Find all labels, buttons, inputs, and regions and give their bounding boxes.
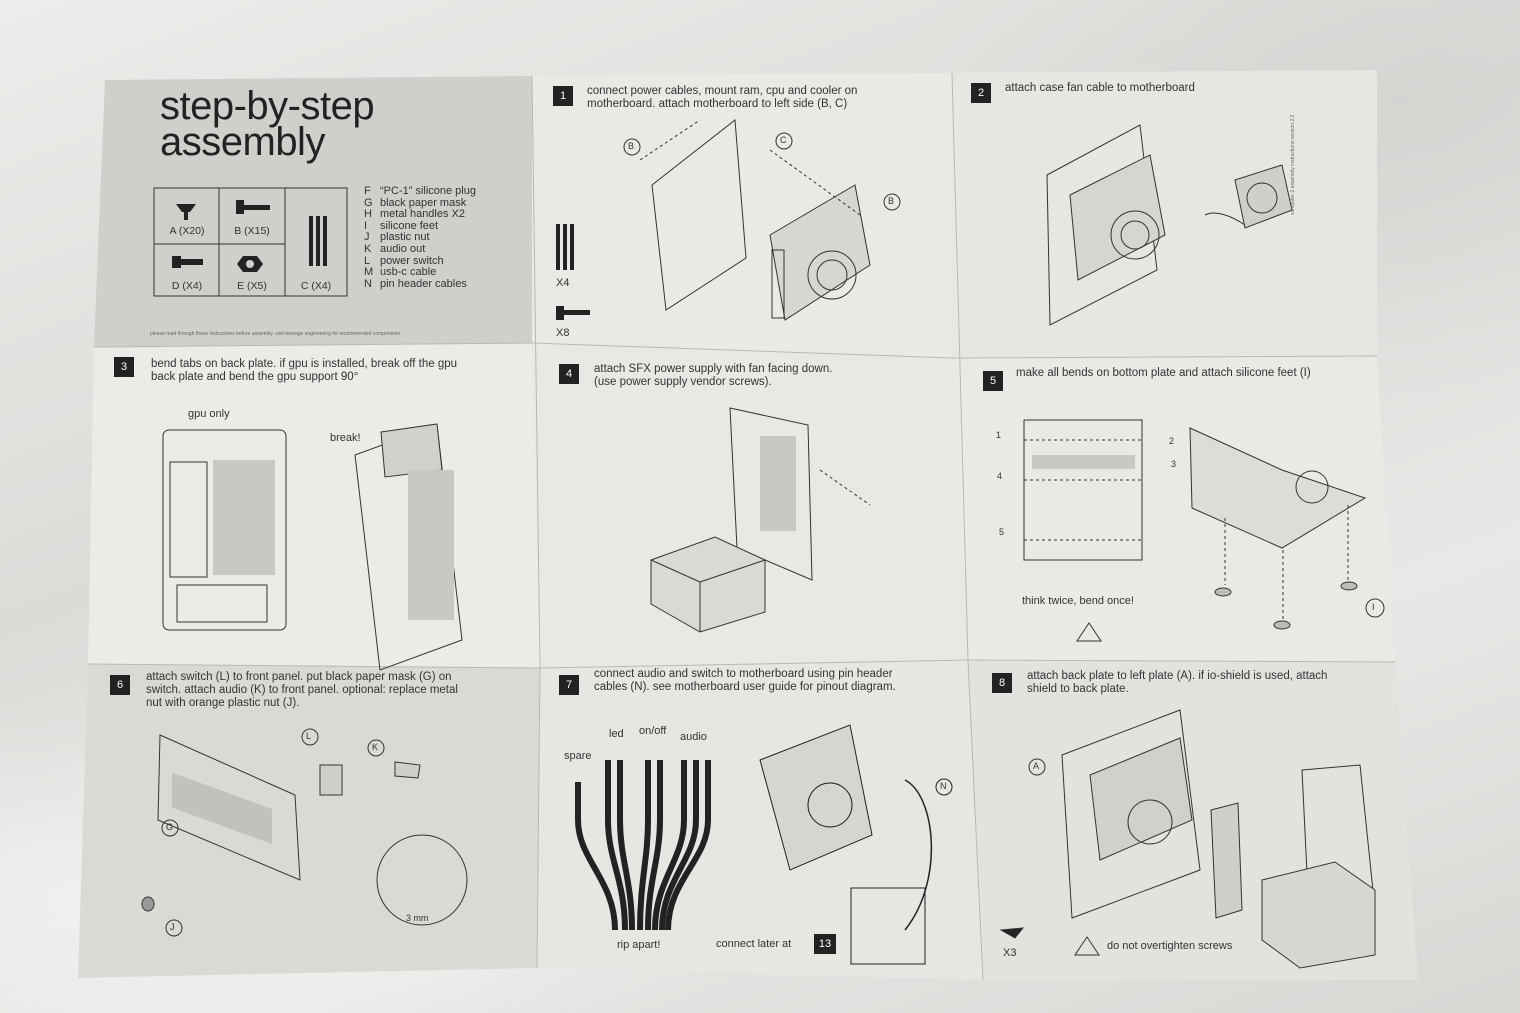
step3-gpu-only-label: gpu only bbox=[188, 408, 230, 420]
step5-diagram bbox=[1023, 419, 1385, 642]
step7-later-label: connect later at bbox=[716, 938, 792, 950]
step8-x3-label: X3 bbox=[1003, 947, 1017, 959]
screw-d-icon bbox=[172, 256, 203, 268]
step1-x8-label: X8 bbox=[556, 327, 570, 339]
step6-j-label: J bbox=[170, 922, 175, 932]
panel-step5 bbox=[952, 356, 1395, 662]
step7-led-label: led bbox=[609, 728, 624, 740]
legend-item: F“PC-1” silicone plug bbox=[364, 185, 476, 197]
step6-text: attach switch (L) to front panel. put bl… bbox=[146, 671, 458, 709]
step1-diagram bbox=[623, 119, 901, 321]
step1-b-label: B bbox=[628, 141, 635, 151]
step7-diagram bbox=[575, 724, 953, 965]
panel-step3 bbox=[88, 343, 540, 668]
panel-step6 bbox=[78, 664, 540, 978]
step6-l-label: L bbox=[306, 731, 312, 741]
version-note: computer-1 assembly instructions version… bbox=[1290, 114, 1296, 215]
step4-text: attach SFX power supply with fan facing … bbox=[594, 363, 833, 388]
step8-a-label: A bbox=[1033, 761, 1040, 771]
step-number: 1 bbox=[553, 86, 573, 106]
step2-diagram bbox=[1046, 124, 1293, 326]
step7-onoff-label: on/off bbox=[639, 725, 667, 737]
step7-audio-label: audio bbox=[680, 731, 707, 743]
bolt-icon bbox=[236, 200, 270, 214]
step5-tip: think twice, bend once! bbox=[1022, 595, 1134, 607]
step1-text: connect power cables, mount ram, cpu and… bbox=[587, 85, 858, 110]
step-number: 2 bbox=[971, 83, 991, 103]
step5-i-label: I bbox=[1372, 602, 1375, 612]
part-b-label: B (X15) bbox=[234, 225, 270, 237]
step8-warning: do not overtighten screws bbox=[1107, 940, 1233, 952]
step1-standoffs bbox=[556, 224, 590, 320]
part-e-label: E (X5) bbox=[237, 280, 267, 292]
step-number: 4 bbox=[559, 364, 579, 384]
step1-b2-label: B bbox=[888, 196, 895, 206]
step6-diagram bbox=[141, 728, 468, 937]
step3-text: bend tabs on back plate. if gpu is insta… bbox=[151, 358, 458, 383]
step-number: 7 bbox=[559, 675, 579, 695]
step5-bend-4: 4 bbox=[997, 471, 1003, 481]
step5-bend-2: 2 bbox=[1169, 436, 1175, 446]
step-number: 8 bbox=[992, 673, 1012, 693]
step7-n-label: N bbox=[940, 781, 947, 791]
step7-rip-label: rip apart! bbox=[617, 939, 661, 951]
step7-later-number: 13 bbox=[814, 934, 836, 954]
step2-text: attach case fan cable to motherboard bbox=[1005, 82, 1195, 94]
screw-icon bbox=[176, 204, 196, 220]
panel-step7 bbox=[537, 660, 983, 980]
panel-intro bbox=[94, 76, 532, 347]
step7-text: connect audio and switch to motherboard … bbox=[594, 668, 896, 693]
step6-mm-label: 3 mm bbox=[406, 913, 429, 923]
part-a-label: A (X20) bbox=[169, 225, 205, 237]
panel-step4 bbox=[532, 343, 968, 668]
step5-bend-1: 1 bbox=[996, 430, 1002, 440]
step8-text: attach back plate to left plate (A). if … bbox=[1027, 670, 1328, 695]
step3-break-label: break! bbox=[330, 432, 361, 444]
panel-step1 bbox=[532, 73, 952, 358]
step1-x4-label: X4 bbox=[556, 277, 570, 289]
intro-note: please read through these instructions b… bbox=[150, 331, 402, 337]
page-title: step-by-step assembly bbox=[160, 84, 375, 164]
title-line1: step-by-step bbox=[160, 84, 375, 128]
step3-diagram bbox=[162, 423, 463, 671]
step6-k-label: K bbox=[372, 742, 379, 752]
standoff-icon bbox=[309, 216, 327, 266]
step1-c-label: C bbox=[780, 135, 787, 145]
step6-g-label: G bbox=[166, 822, 174, 832]
step7-spare-label: spare bbox=[564, 750, 592, 762]
title-line2: assembly bbox=[160, 120, 325, 164]
step-number: 6 bbox=[110, 675, 130, 695]
step5-bend-5: 5 bbox=[999, 527, 1005, 537]
parts-table bbox=[153, 187, 348, 297]
part-c-label: C (X4) bbox=[300, 280, 332, 292]
nut-icon bbox=[237, 256, 263, 272]
panel-step2 bbox=[952, 70, 1377, 358]
step8-diagram bbox=[999, 709, 1376, 969]
step5-text: make all bends on bottom plate and attac… bbox=[1016, 367, 1311, 379]
step-number: 3 bbox=[114, 357, 134, 377]
step5-bend-3: 3 bbox=[1171, 459, 1177, 469]
part-d-label: D (X4) bbox=[171, 280, 203, 292]
step4-diagram bbox=[650, 407, 871, 633]
step-number: 5 bbox=[983, 371, 1003, 391]
